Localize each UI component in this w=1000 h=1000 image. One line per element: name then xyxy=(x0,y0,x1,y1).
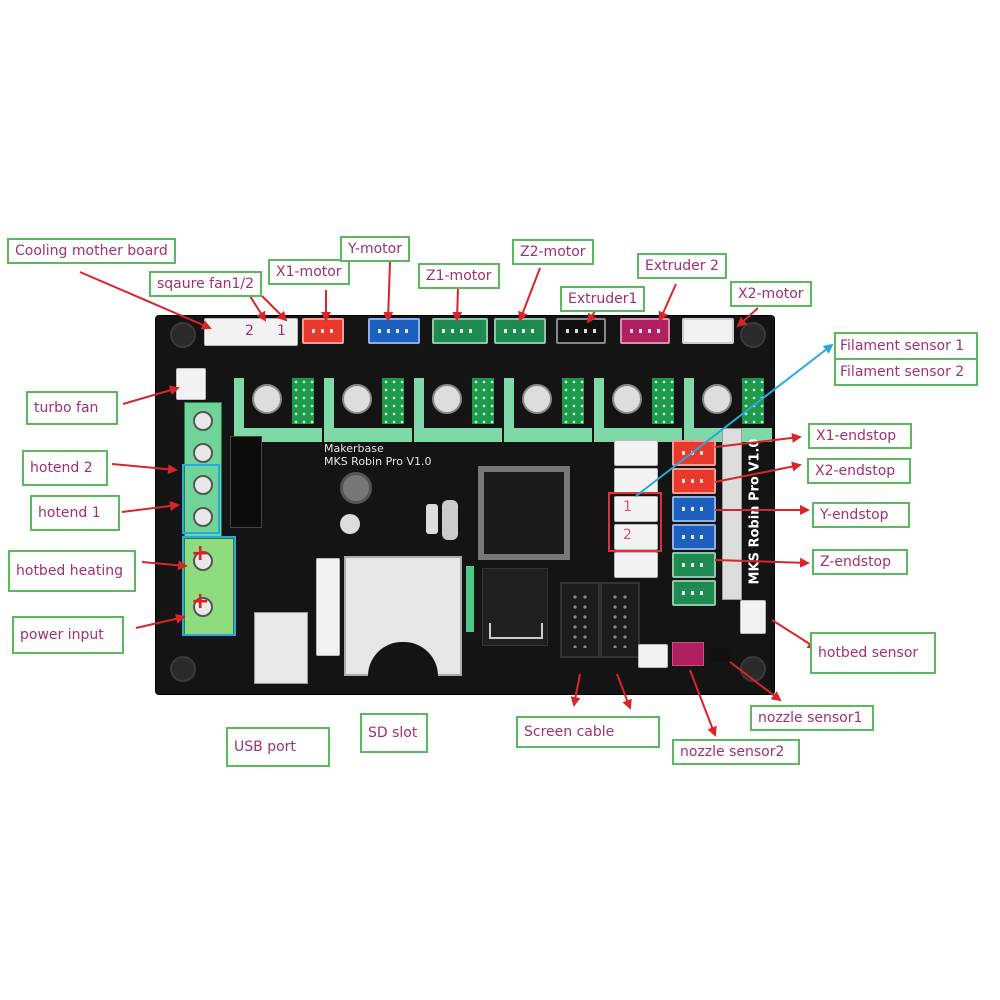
screen-cable-header-1 xyxy=(560,582,600,658)
power-terminal-block: + + xyxy=(184,538,234,636)
mks-robin-pro-board: 2 1 + + Makerbase MKS Robin Pro V1.0 xyxy=(156,316,774,694)
mounting-hole xyxy=(740,656,766,682)
fpc-connector xyxy=(722,428,742,600)
mounting-hole xyxy=(170,322,196,348)
z2-motor-connector xyxy=(494,318,546,344)
stepper-driver-socket xyxy=(594,378,682,442)
white-sensor-connector xyxy=(638,644,668,668)
filament-number-1: 1 xyxy=(623,499,632,515)
arrow-extruder2 xyxy=(658,283,677,322)
sd-card-slot xyxy=(344,556,462,676)
nozzle-sensor1-connector xyxy=(710,648,730,662)
label-hotbed-heating: hotbed heating xyxy=(8,550,136,592)
arrow-y-motor xyxy=(383,261,394,322)
polarity-mark: + xyxy=(191,589,210,614)
label-y-motor: Y-motor xyxy=(340,236,410,262)
label-screen-cable: Screen cable xyxy=(516,716,660,748)
label-z1-motor: Z1-motor xyxy=(418,263,500,289)
label-filament-sensor-1: Filament sensor 1 xyxy=(836,334,976,360)
filament-sensor-2-connector: 2 xyxy=(614,524,658,550)
label-usb-port: USB port xyxy=(226,727,330,767)
arrow-z2-motor xyxy=(518,267,541,322)
mcu-chip xyxy=(478,466,570,560)
filament-connector xyxy=(614,552,658,578)
hotend-highlight xyxy=(182,464,220,534)
label-extruder2: Extruder 2 xyxy=(637,253,727,279)
label-x2-motor: X2-motor xyxy=(730,281,812,307)
square-fan-connector: 2 1 xyxy=(204,318,298,346)
polarity-mark: + xyxy=(191,541,210,566)
label-extruder1: Extruder1 xyxy=(560,286,646,312)
inductor xyxy=(340,472,372,504)
mounting-hole xyxy=(170,656,196,682)
label-hotend-1: hotend 1 xyxy=(30,495,120,531)
y-motor-connector xyxy=(368,318,420,344)
mosfet-array xyxy=(230,436,262,528)
x1-motor-connector xyxy=(302,318,344,344)
label-nozzle-sensor1: nozzle sensor1 xyxy=(750,705,874,731)
stepper-driver-socket xyxy=(234,378,322,442)
label-filament-sensor-2: Filament sensor 2 xyxy=(840,364,965,380)
z-endstop-connector-2 xyxy=(672,580,716,606)
usb-port-connector xyxy=(254,612,308,684)
mounting-hole xyxy=(740,322,766,348)
brand-silkscreen: Makerbase xyxy=(324,442,384,455)
z-endstop-connector xyxy=(672,552,716,578)
label-hotbed-sensor: hotbed sensor xyxy=(810,632,936,674)
label-hotend-2: hotend 2 xyxy=(22,450,108,486)
fan-number-1: 1 xyxy=(277,323,286,339)
label-cooling-mother-board: Cooling mother board xyxy=(7,238,176,264)
crystal xyxy=(442,500,458,540)
stepper-driver-socket xyxy=(504,378,592,442)
label-x1-endstop: X1-endstop xyxy=(808,423,912,449)
y-endstop-connector xyxy=(672,496,716,522)
extruder1-connector xyxy=(556,318,606,344)
screen-cable-header-2 xyxy=(600,582,640,658)
power-highlight xyxy=(182,536,236,636)
turbo-fan-connector xyxy=(176,368,206,400)
label-y-endstop: Y-endstop xyxy=(812,502,910,528)
filament-number-2: 2 xyxy=(623,527,632,543)
model-silkscreen: MKS Robin Pro V1.0 xyxy=(324,455,432,468)
stepper-driver-socket xyxy=(414,378,502,442)
label-turbo-fan: turbo fan xyxy=(26,391,118,425)
label-filament-sensors: Filament sensor 1 Filament sensor 2 xyxy=(834,332,978,386)
extruder2-connector xyxy=(620,318,670,344)
label-x1-motor: X1-motor xyxy=(268,259,350,285)
x2-motor-connector xyxy=(682,318,734,344)
x1-endstop-connector xyxy=(672,440,716,466)
x2-endstop-connector xyxy=(672,468,716,494)
capacitor xyxy=(340,514,360,534)
y-endstop-connector-2 xyxy=(672,524,716,550)
label-z2-motor: Z2-motor xyxy=(512,239,594,265)
hotbed-sensor-connector xyxy=(740,600,766,634)
fan-number-2: 2 xyxy=(245,323,254,339)
label-power-input: power input xyxy=(12,616,124,654)
crystal xyxy=(426,504,438,534)
filament-highlight xyxy=(608,492,662,552)
stepper-driver-socket xyxy=(324,378,412,442)
label-x2-endstop: X2-endstop xyxy=(807,458,911,484)
side-silkscreen: MKS Robin Pro V1.0 xyxy=(747,438,763,585)
z1-motor-connector xyxy=(432,318,488,344)
white-header-connector xyxy=(316,558,340,656)
wifi-module xyxy=(482,568,548,646)
filament-connector xyxy=(614,468,658,494)
hotend-terminal-block xyxy=(184,402,222,538)
label-square-fan: sqaure fan1/2 xyxy=(149,271,263,297)
filament-connector xyxy=(614,440,658,466)
green-pin-header xyxy=(466,566,474,632)
label-z-endstop: Z-endstop xyxy=(812,549,908,575)
label-nozzle-sensor2: nozzle sensor2 xyxy=(672,739,800,765)
label-sd-slot: SD slot xyxy=(360,713,428,753)
nozzle-sensor2-connector xyxy=(672,642,704,666)
